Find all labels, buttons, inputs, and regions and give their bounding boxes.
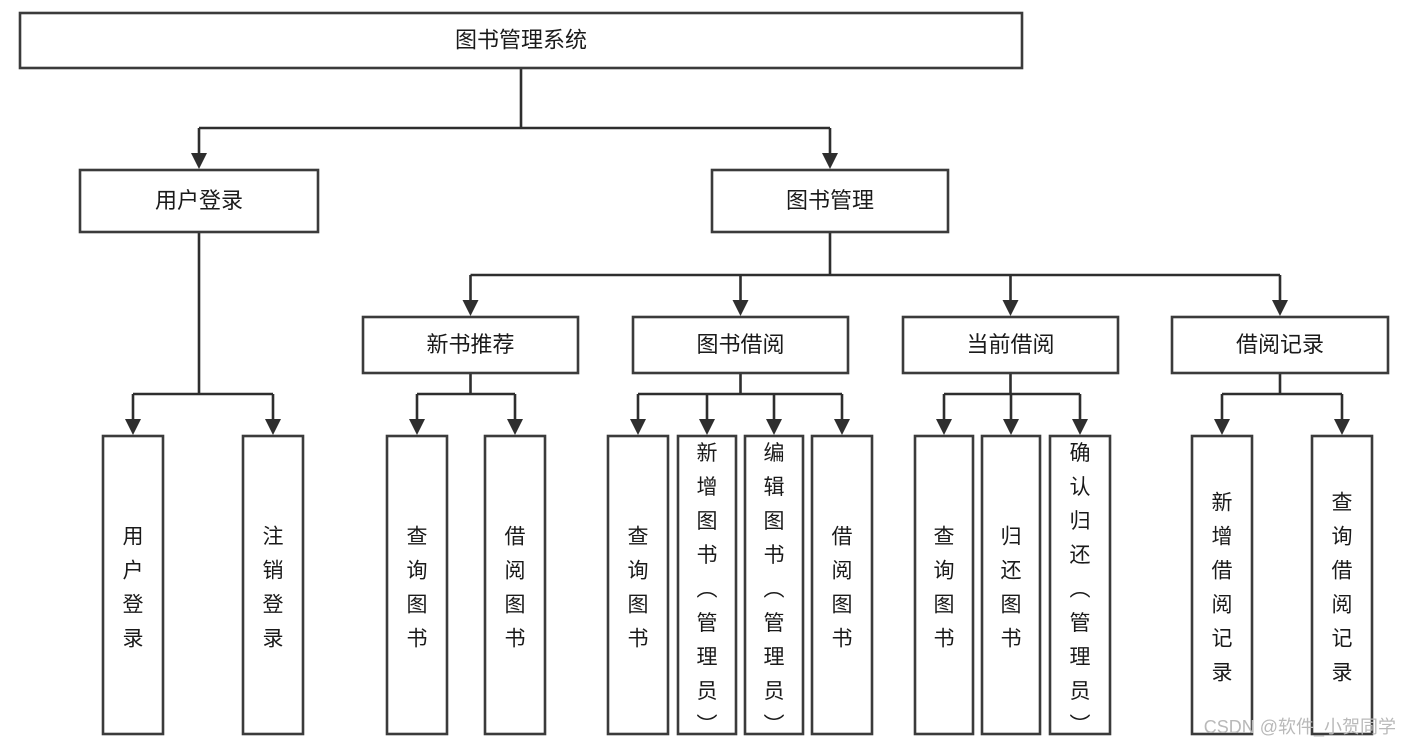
node-label-leaf-query-book-2: 查询图书	[628, 526, 649, 651]
node-root[interactable]: 图书管理系统	[18, 11, 1024, 70]
node-label-book-manage: 图书管理	[786, 188, 874, 213]
node-leaf-user-login[interactable]: 用户登录	[101, 434, 165, 736]
node-leaf-borrow-book-2[interactable]: 借阅图书	[810, 434, 874, 736]
node-box-leaf-user-login[interactable]	[101, 434, 165, 736]
node-layer: 图书管理系统用户登录图书管理新书推荐图书借阅当前借阅借阅记录用户登录注销登录查询…	[18, 11, 1390, 737]
csdn-watermark: CSDN @软件_小贺同学	[1204, 717, 1396, 738]
node-label-leaf-query-record: 查询借阅记录	[1332, 492, 1353, 685]
node-box-leaf-query-book-3[interactable]	[913, 434, 975, 736]
node-label-leaf-add-book: 新增图书︵管理员︶	[697, 442, 718, 737]
node-leaf-return-book[interactable]: 归还图书	[980, 434, 1042, 736]
edge-group-new_book_rec	[409, 373, 523, 435]
node-label-leaf-add-record: 新增借阅记录	[1212, 492, 1233, 685]
node-label-leaf-return-book: 归还图书	[1001, 526, 1022, 651]
node-leaf-query-book-1[interactable]: 查询图书	[385, 434, 449, 736]
node-book-borrow[interactable]: 图书借阅	[631, 315, 850, 375]
node-label-book-borrow: 图书借阅	[696, 332, 784, 357]
node-label-user-login: 用户登录	[155, 188, 243, 213]
edge-group-user_login	[125, 232, 281, 435]
node-label-new-book-rec: 新书推荐	[426, 332, 514, 357]
node-label-leaf-query-book-3: 查询图书	[934, 526, 955, 651]
node-box-borrow-record[interactable]	[1170, 315, 1390, 375]
node-box-leaf-query-record[interactable]	[1310, 434, 1374, 736]
node-label-leaf-query-book-1: 查询图书	[407, 526, 428, 651]
node-current-borrow[interactable]: 当前借阅	[901, 315, 1120, 375]
node-leaf-borrow-book-1[interactable]: 借阅图书	[483, 434, 547, 736]
node-leaf-query-record[interactable]: 查询借阅记录	[1310, 434, 1374, 736]
node-leaf-query-book-2[interactable]: 查询图书	[606, 434, 670, 736]
edge-group-book_manage	[462, 232, 1288, 316]
node-box-leaf-query-book-1[interactable]	[385, 434, 449, 736]
node-leaf-logout[interactable]: 注销登录	[241, 434, 305, 736]
node-leaf-confirm-return[interactable]: 确认归还︵管理员︶	[1048, 434, 1112, 737]
node-leaf-query-book-3[interactable]: 查询图书	[913, 434, 975, 736]
node-box-leaf-borrow-book-2[interactable]	[810, 434, 874, 736]
node-box-new-book-rec[interactable]	[361, 315, 580, 375]
node-leaf-add-record[interactable]: 新增借阅记录	[1190, 434, 1254, 736]
node-label-leaf-borrow-book-2: 借阅图书	[832, 526, 853, 651]
node-label-root: 图书管理系统	[455, 27, 587, 52]
node-box-book-manage[interactable]	[710, 168, 950, 234]
node-box-leaf-add-record[interactable]	[1190, 434, 1254, 736]
node-borrow-record[interactable]: 借阅记录	[1170, 315, 1390, 375]
node-new-book-rec[interactable]: 新书推荐	[361, 315, 580, 375]
node-box-leaf-query-book-2[interactable]	[606, 434, 670, 736]
node-book-manage[interactable]: 图书管理	[710, 168, 950, 234]
node-leaf-edit-book[interactable]: 编辑图书︵管理员︶	[743, 434, 805, 737]
node-leaf-add-book[interactable]: 新增图书︵管理员︶	[676, 434, 738, 737]
node-label-leaf-logout: 注销登录	[263, 526, 284, 651]
edge-group-borrow_record	[1214, 373, 1350, 435]
edge-group-root	[191, 68, 838, 169]
node-box-leaf-logout[interactable]	[241, 434, 305, 736]
node-box-user-login[interactable]	[78, 168, 320, 234]
edge-group-current_borrow	[936, 373, 1088, 435]
node-box-leaf-return-book[interactable]	[980, 434, 1042, 736]
node-box-leaf-borrow-book-1[interactable]	[483, 434, 547, 736]
node-label-leaf-borrow-book-1: 借阅图书	[505, 526, 526, 651]
edge-layer	[125, 68, 1350, 435]
node-label-leaf-edit-book: 编辑图书︵管理员︶	[764, 442, 785, 737]
node-box-root[interactable]	[18, 11, 1024, 70]
node-box-leaf-edit-book[interactable]	[743, 434, 805, 736]
edge-group-book_borrow	[630, 373, 850, 435]
node-label-leaf-user-login: 用户登录	[123, 526, 144, 651]
node-box-book-borrow[interactable]	[631, 315, 850, 375]
node-box-leaf-confirm-return[interactable]	[1048, 434, 1112, 736]
node-box-current-borrow[interactable]	[901, 315, 1120, 375]
node-user-login[interactable]: 用户登录	[78, 168, 320, 234]
node-label-leaf-confirm-return: 确认归还︵管理员︶	[1070, 442, 1091, 737]
node-label-current-borrow: 当前借阅	[966, 332, 1054, 357]
node-box-leaf-add-book[interactable]	[676, 434, 738, 736]
node-label-borrow-record: 借阅记录	[1236, 332, 1324, 357]
